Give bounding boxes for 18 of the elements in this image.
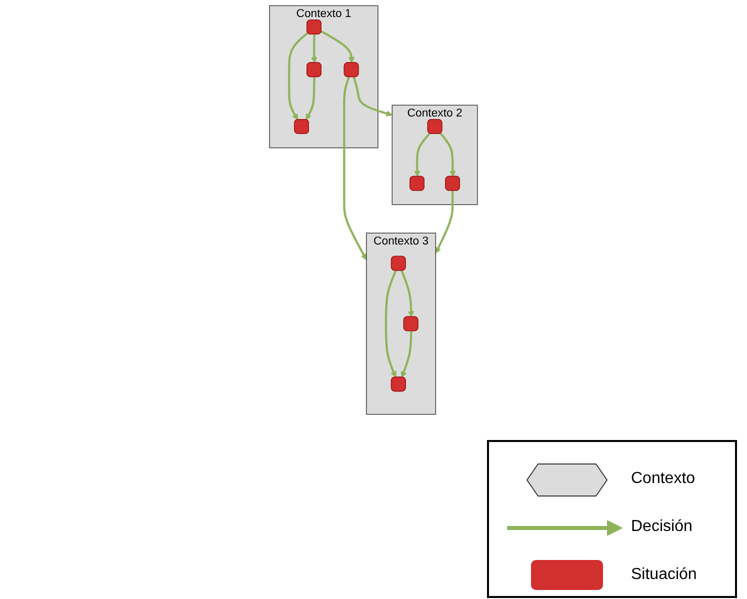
legend-label: Contexto	[631, 470, 696, 488]
arrow	[400, 270, 414, 318]
cluster: Contexto 2	[392, 104, 478, 206]
legend-label: Situación	[631, 566, 697, 584]
arrow	[414, 132, 430, 177]
arrow	[288, 32, 309, 120]
cluster: Contexto 3	[366, 232, 436, 415]
cluster: Contexto 1	[269, 5, 378, 148]
arrow	[311, 34, 318, 64]
arrow	[320, 30, 355, 64]
arrow	[306, 77, 316, 120]
arrow	[343, 76, 367, 260]
legend-label: Decisión	[631, 518, 692, 536]
arrow	[400, 331, 412, 378]
arrow	[440, 132, 456, 177]
arrow	[352, 76, 392, 116]
arrow	[435, 190, 454, 254]
arrow	[384, 270, 397, 378]
